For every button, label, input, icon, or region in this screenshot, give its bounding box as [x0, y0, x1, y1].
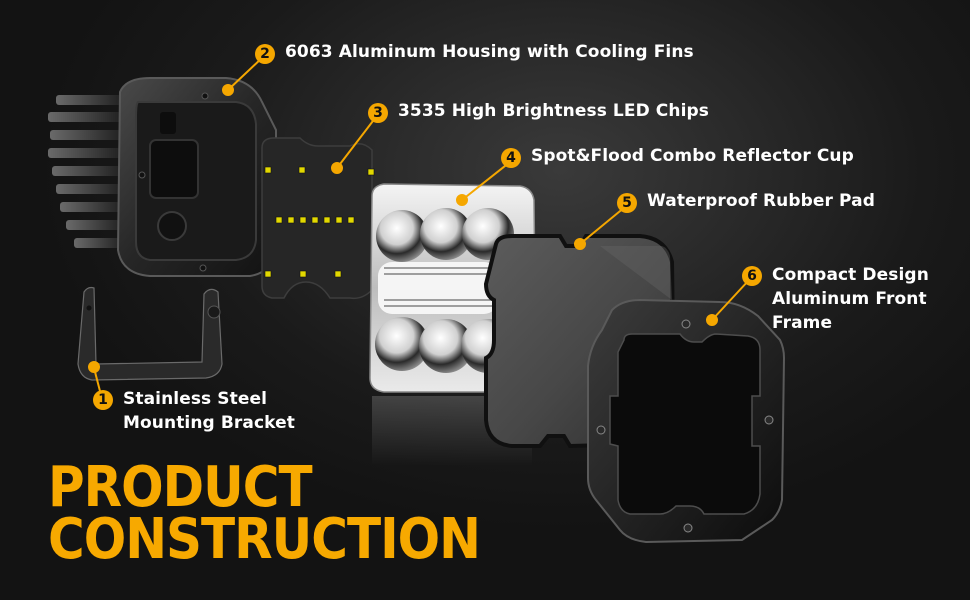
callout-label-frame-line1: Compact Design — [772, 265, 929, 285]
callout-label-frame-line2: Aluminum Front — [772, 289, 927, 309]
callout-label-bracket-line1: Stainless Steel — [123, 389, 268, 409]
callout-label-led-chips: 3535 High Brightness LED Chips — [398, 101, 710, 121]
callout-badge-3: 3 — [368, 103, 388, 123]
leader-lines — [88, 55, 750, 396]
title-line-1: PRODUCT — [48, 454, 313, 520]
led-board — [261, 137, 375, 300]
callout-label-rubber-pad: Waterproof Rubber Pad — [647, 191, 875, 211]
callout-label-bracket-line2: Mounting Bracket — [123, 413, 295, 433]
callout-label-frame-line3: Frame — [772, 313, 833, 333]
title-line-2: CONSTRUCTION — [48, 506, 481, 572]
aluminum-housing — [48, 77, 277, 277]
callout-badge-1: 1 — [93, 390, 113, 410]
callout-badge-6: 6 — [742, 266, 762, 286]
callout-badge-2: 2 — [255, 44, 275, 64]
front-frame — [587, 298, 786, 544]
callout-badge-4: 4 — [501, 148, 521, 168]
callout-badge-5: 5 — [617, 193, 637, 213]
callout-label-housing: 6063 Aluminum Housing with Cooling Fins — [285, 42, 694, 62]
callout-label-reflector: Spot&Flood Combo Reflector Cup — [531, 146, 854, 166]
